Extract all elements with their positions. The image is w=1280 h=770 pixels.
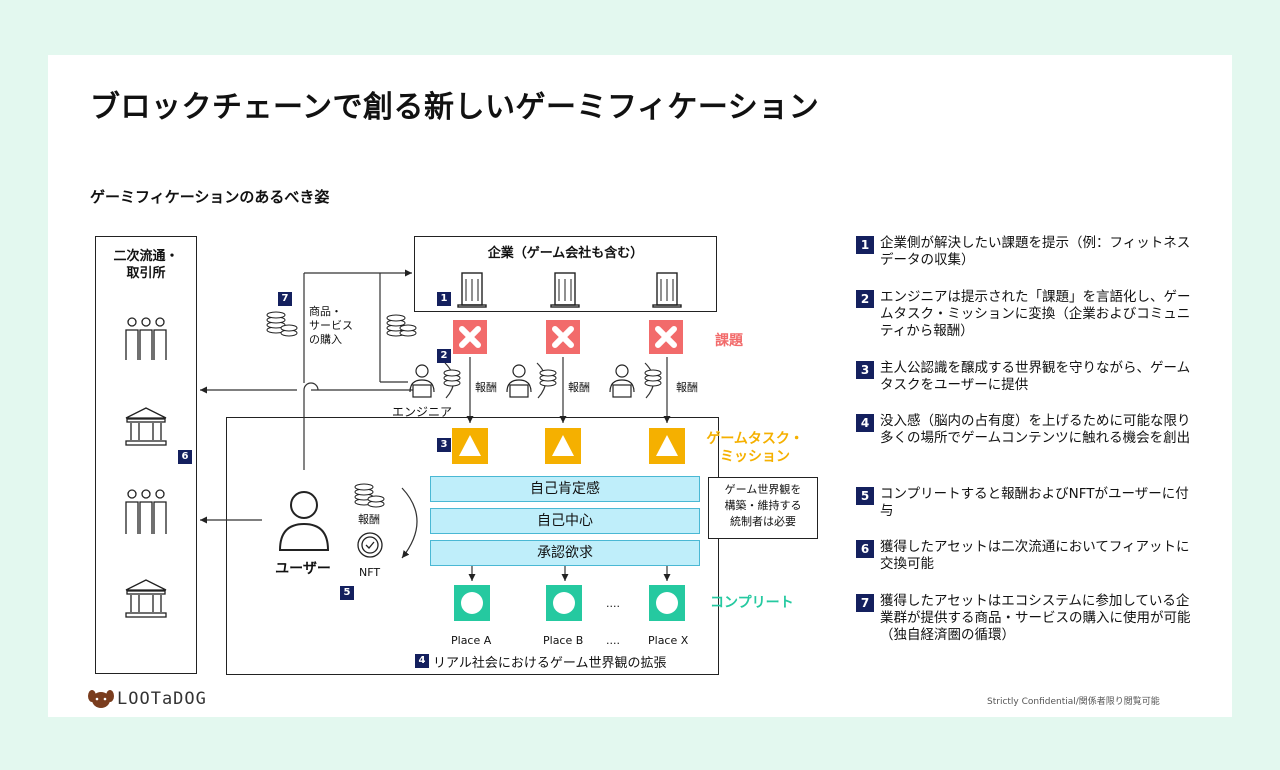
step-number: 1 [856, 236, 874, 254]
step-item-4: 4 没入感（脳内の占有度）を上げるために可能な限り多くの場所でゲームコンテンツに触… [856, 413, 1196, 447]
step-text: エンジニアは提示された「課題」を言語化し、ゲームタスク・ミッションに変換（企業お… [880, 289, 1191, 339]
step-item-5: 5 コンプリートすると報酬およびNFTがユーザーに付与 [856, 486, 1196, 520]
page-title: ブロックチェーンで創る新しいゲーミフィケーション [90, 90, 820, 125]
badge-5: 5 [340, 586, 354, 600]
diagram-subtitle: ゲーミフィケーションのあるべき姿 [90, 188, 330, 206]
step-number: 7 [856, 594, 874, 612]
places-dots: .... [606, 597, 620, 610]
step-number: 6 [856, 540, 874, 558]
exchange-label: 二次流通・ 取引所 [113, 249, 179, 281]
step-item-6: 6 獲得したアセットは二次流通においてフィアットに交換可能 [856, 539, 1196, 573]
badge-1: 1 [437, 292, 451, 306]
step-item-1: 1 企業側が解決したい課題を提示（例：フィットネスデータの収集） [856, 235, 1196, 269]
company-label: 企業（ゲーム会社も含む） [487, 246, 644, 261]
engineer-reward-label: 報酬 [676, 381, 698, 394]
badge-6: 6 [178, 450, 192, 464]
place-label: Place B [543, 634, 584, 647]
complete-circle-icon [454, 585, 490, 621]
place-label: Place X [648, 634, 689, 647]
dog-logo-icon [88, 688, 114, 710]
step-item-7: 7 獲得したアセットはエコシステムに参加している企業群が提供する商品・サービスの購… [856, 593, 1196, 644]
badge-4: 4 [415, 654, 429, 668]
user-label: ユーザー [275, 561, 331, 577]
purchase-label: 商品・ サービス の購入 [309, 305, 353, 346]
engineer-label: エンジニア [392, 405, 453, 419]
step-item-3: 3 主人公認識を醸成する世界観を守りながら、ゲームタスクをユーザーに提供 [856, 360, 1196, 394]
band-recognition: 承認欲求 [430, 540, 700, 566]
step-number: 5 [856, 487, 874, 505]
step-number: 3 [856, 361, 874, 379]
step-text: 主人公認識を醸成する世界観を守りながら、ゲームタスクをユーザーに提供 [880, 360, 1191, 393]
step-text: 獲得したアセットはエコシステムに参加している企業群が提供する商品・サービスの購入… [880, 593, 1191, 643]
step-number: 4 [856, 414, 874, 432]
complete-label: コンプリート [710, 595, 794, 611]
note-box [708, 477, 818, 539]
step-text: 没入感（脳内の占有度）を上げるために可能な限り多くの場所でゲームコンテンツに触れ… [880, 413, 1191, 446]
place-label: .... [606, 634, 620, 647]
bottom-caption: リアル社会におけるゲーム世界観の拡張 [433, 656, 667, 671]
badge-3: 3 [437, 438, 451, 452]
note-text: ゲーム世界観を 構築・維持する 統制者は必要 [724, 483, 802, 528]
badge-7: 7 [278, 292, 292, 306]
step-text: 獲得したアセットは二次流通においてフィアットに交換可能 [880, 539, 1190, 572]
engineer-reward-label: 報酬 [475, 381, 497, 394]
brand-logo-text: LOOTaDOG [117, 689, 207, 709]
engineer-reward-label: 報酬 [568, 381, 590, 394]
step-item-2: 2 エンジニアは提示された「課題」を言語化し、ゲームタスク・ミッションに変換（企業… [856, 289, 1196, 340]
issue-label: 課題 [715, 333, 743, 349]
nft-label: NFT [359, 566, 381, 579]
footer-confidential: Strictly Confidential/関係者限り閲覧可能 [987, 697, 1160, 707]
user-reward-label: 報酬 [358, 513, 380, 526]
place-label: Place A [451, 634, 492, 647]
step-number: 2 [856, 290, 874, 308]
complete-circle-icon [546, 585, 582, 621]
step-text: 企業側が解決したい課題を提示（例：フィットネスデータの収集） [880, 235, 1191, 268]
band-self-centered: 自己中心 [430, 508, 700, 534]
complete-circle-icon [649, 585, 685, 621]
step-text: コンプリートすると報酬およびNFTがユーザーに付与 [880, 486, 1189, 519]
game-task-label: ゲームタスク・ ミッション [706, 431, 804, 465]
band-self-esteem: 自己肯定感 [430, 476, 700, 502]
badge-2: 2 [437, 349, 451, 363]
